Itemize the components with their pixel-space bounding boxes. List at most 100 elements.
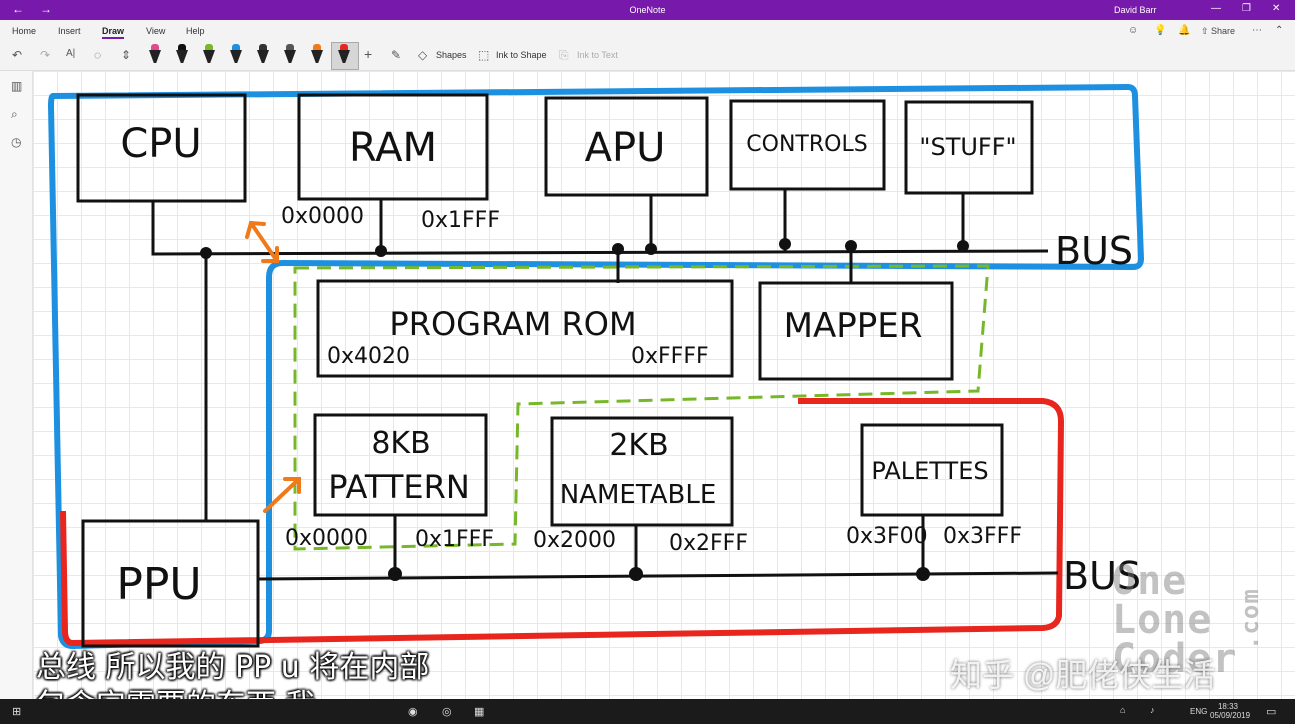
palettes-label: PALETTES <box>871 457 988 485</box>
bell-icon[interactable]: 🔔 <box>1178 25 1191 36</box>
palettes-start-address: 0x3F00 <box>846 524 928 549</box>
pattern-label: PATTERN <box>328 468 470 506</box>
title-bar: ← → OneNote David Barr — ❐ ✕ <box>0 0 1295 20</box>
clock[interactable]: 18:33 05/09/2019 <box>1210 702 1250 720</box>
pen-orange-icon[interactable] <box>310 44 324 64</box>
ppu-box <box>81 519 260 648</box>
pen-fine-black-icon[interactable] <box>283 44 297 64</box>
ink-to-text-icon: ⎘ <box>559 48 569 62</box>
watermark-line-2: Lone <box>1112 597 1213 643</box>
share-label: Share <box>1211 26 1236 36</box>
language-indicator[interactable]: ENG <box>1190 707 1208 716</box>
calculator-icon[interactable]: ▦ <box>474 706 485 718</box>
bus-node <box>375 245 387 257</box>
pen-pink-icon[interactable] <box>148 44 162 64</box>
lightbulb-icon[interactable]: 💡 <box>1154 25 1167 36</box>
apu-label: APU <box>585 125 666 171</box>
ram-box <box>297 93 489 201</box>
tab-view[interactable]: View <box>146 26 166 36</box>
search-icon[interactable]: ⌕ <box>11 107 18 121</box>
cpu-bus-line <box>151 201 1049 256</box>
clock-time: 18:33 <box>1217 702 1239 711</box>
watermark-line-1: One <box>1112 558 1188 604</box>
text-select-icon[interactable]: A| <box>66 48 76 59</box>
app-icon[interactable]: ◎ <box>442 706 452 718</box>
window-title: OneNote <box>629 5 666 15</box>
taskbar: ⊞ ◉ ◎ ▦ ⌂ ♪ ENG 18:33 05/09/2019 ▭ <box>0 699 1295 724</box>
ink-to-text-button: Ink to Text <box>577 50 618 60</box>
bus-node <box>779 238 791 250</box>
cpu-bus-outline <box>48 84 1144 649</box>
nametable-end-address: 0x2FFF <box>669 531 748 556</box>
lasso-select-icon[interactable]: ◌ <box>94 48 102 62</box>
marker-black-icon[interactable] <box>256 44 270 64</box>
tab-insert[interactable]: Insert <box>58 26 81 36</box>
notebooks-icon[interactable]: ▥ <box>11 79 23 93</box>
ppu-bus-label: BUS <box>1063 554 1141 598</box>
program-rom-box <box>316 279 734 378</box>
chrome-icon[interactable]: ◉ <box>408 706 418 718</box>
tab-draw[interactable]: Draw <box>102 26 125 39</box>
nametable-label: NAMETABLE <box>560 480 717 510</box>
more-options-icon[interactable]: ⋯ <box>1252 25 1262 36</box>
ink-to-shape-icon[interactable]: ⬚ <box>478 48 490 62</box>
watermark-dotcom: .com <box>1236 588 1264 650</box>
windows-start-icon[interactable]: ⊞ <box>12 706 22 718</box>
pen-green-icon[interactable] <box>202 44 216 64</box>
notifications-icon[interactable]: ▭ <box>1266 706 1277 718</box>
ppu-pattern-arrow <box>263 477 301 513</box>
recent-icon[interactable]: ◷ <box>11 135 22 149</box>
ink-to-shape-button[interactable]: Ink to Shape <box>496 50 547 60</box>
controls-box <box>729 99 886 191</box>
redo-icon[interactable]: ↷ <box>40 48 51 62</box>
note-canvas[interactable]: CPU RAM APU CONTROLS "STUFF" 0x0000 0x1F… <box>33 71 1295 699</box>
draw-toolbar: ↶ ↷ A| ◌ ⇕ + ✎ ◇ Shapes ⬚ Ink to Shape ⎘… <box>0 40 1295 71</box>
collapse-ribbon-icon[interactable]: ⌃ <box>1275 25 1284 36</box>
user-name[interactable]: David Barr <box>1114 5 1157 15</box>
nametable-box <box>550 416 734 527</box>
ppu-label: PPU <box>116 559 201 610</box>
tab-home[interactable]: Home <box>12 26 37 36</box>
shapes-icon[interactable]: ◇ <box>418 48 428 62</box>
pen-black-icon[interactable] <box>175 44 189 64</box>
pattern-size-label: 8KB <box>371 426 430 461</box>
back-arrow-icon[interactable]: ← <box>12 2 24 16</box>
share-button[interactable]: ⇧ Share <box>1201 26 1236 36</box>
feedback-icon[interactable]: ☺ <box>1128 25 1139 36</box>
cpu-cartridge-arrow <box>245 220 279 263</box>
tab-help[interactable]: Help <box>186 26 205 36</box>
shapes-button[interactable]: Shapes <box>436 50 467 60</box>
stuff-label: "STUFF" <box>919 133 1016 161</box>
ram-start-address: 0x0000 <box>281 204 364 229</box>
controls-label: CONTROLS <box>746 132 867 157</box>
cpu-label: CPU <box>120 121 201 167</box>
volume-icon[interactable]: ♪ <box>1150 705 1155 715</box>
add-pen-icon[interactable]: + <box>364 46 373 62</box>
pen-blue-icon[interactable] <box>229 44 243 64</box>
palettes-end-address: 0x3FFF <box>943 524 1022 549</box>
network-icon[interactable]: ⌂ <box>1120 705 1126 715</box>
bus-node <box>388 567 402 581</box>
program-rom-start-address: 0x4020 <box>327 344 410 369</box>
pen-red-icon[interactable] <box>337 44 351 64</box>
undo-icon[interactable]: ↶ <box>12 48 23 62</box>
nametable-start-address: 0x2000 <box>533 528 616 553</box>
ram-end-address: 0x1FFF <box>421 208 500 233</box>
palettes-box <box>860 423 1004 517</box>
add-space-icon[interactable]: ⇕ <box>121 48 132 62</box>
bus-node <box>645 243 657 255</box>
restore-icon[interactable]: ❐ <box>1242 3 1251 14</box>
zhihu-watermark: 知乎 @肥佬侠生活 <box>950 657 1216 693</box>
cpu-bus-label: BUS <box>1055 229 1133 273</box>
pattern-box <box>313 413 488 517</box>
forward-arrow-icon[interactable]: → <box>40 2 52 16</box>
apu-box <box>544 96 709 197</box>
minimize-icon[interactable]: — <box>1211 3 1221 14</box>
navigation-sidebar: ▥ ⌕ ◷ <box>0 71 33 699</box>
bus-node <box>612 243 624 255</box>
ram-label: RAM <box>349 125 437 171</box>
cartridge-outline <box>293 264 990 551</box>
close-icon[interactable]: ✕ <box>1272 3 1281 14</box>
bus-node <box>957 240 969 252</box>
ink-replay-icon[interactable]: ✎ <box>391 48 402 62</box>
